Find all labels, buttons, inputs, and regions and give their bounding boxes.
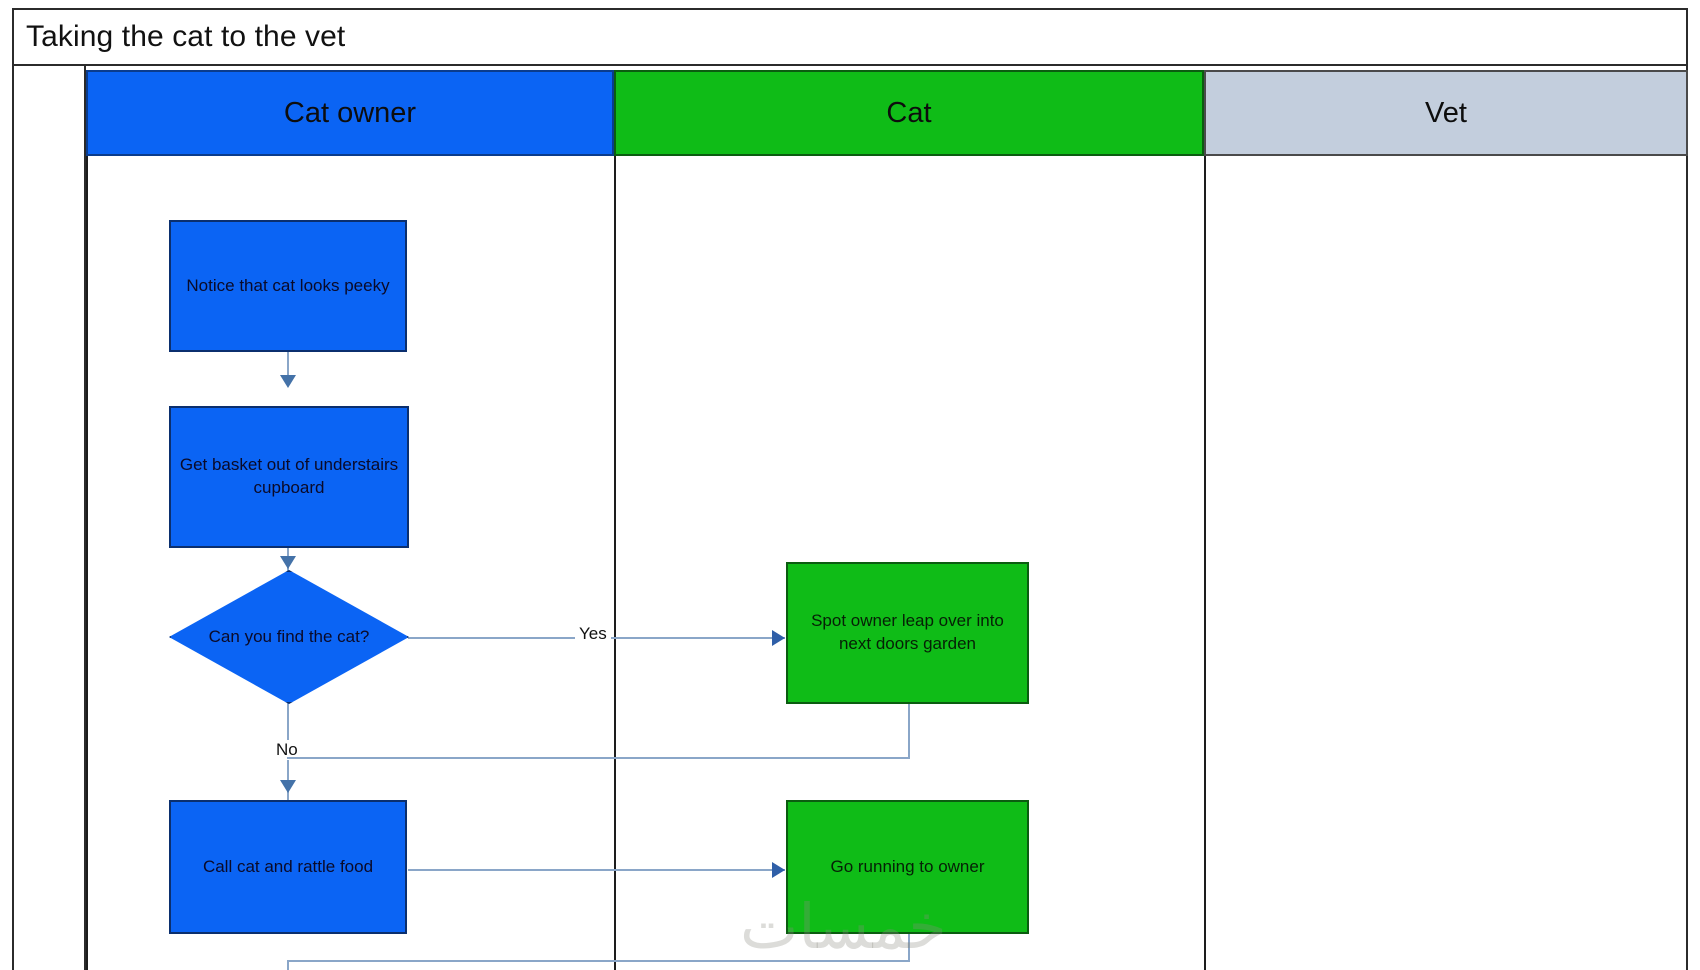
lane-divider-cat-vet: [1204, 156, 1206, 970]
node-label: Notice that cat looks peeky: [186, 275, 390, 295]
diagram-title-bar: Taking the cat to the vet: [12, 8, 1688, 66]
edge-label-no: No: [272, 740, 302, 760]
node-label: Get basket out of understairs cupboard: [179, 455, 399, 497]
node-can-you-find-cat[interactable]: Can you find the cat?: [169, 570, 409, 704]
connector-spot-to-call-vertical: [908, 703, 910, 758]
lane-header-vet[interactable]: Vet: [1204, 70, 1688, 156]
node-spot-owner-leap[interactable]: Spot owner leap over into next doors gar…: [786, 562, 1029, 704]
lane-divider-catowner-cat: [614, 156, 616, 970]
lane-header-cat[interactable]: Cat: [614, 70, 1204, 156]
connector-bottom-stub: [287, 960, 289, 970]
lane-header-cat-owner[interactable]: Cat owner: [86, 70, 614, 156]
connector-running-left: [287, 960, 910, 962]
node-call-cat-rattle-food[interactable]: Call cat and rattle food: [169, 800, 407, 934]
node-label: Can you find the cat?: [208, 626, 370, 646]
node-label: Spot owner leap over into next doors gar…: [811, 611, 1004, 653]
arrowhead-call-to-running: [772, 862, 785, 878]
lane-header-label: Cat: [886, 96, 932, 129]
node-notice-cat-peeky[interactable]: Notice that cat looks peeky: [169, 220, 407, 352]
connector-spot-to-call-horizontal: [287, 757, 910, 759]
lane-header-label: Cat owner: [283, 96, 417, 129]
node-label: Go running to owner: [830, 856, 985, 876]
page-title: Taking the cat to the vet: [26, 20, 346, 53]
edge-label-yes: Yes: [575, 624, 611, 644]
connector-call-to-running: [408, 869, 785, 871]
node-label: Call cat and rattle food: [202, 856, 374, 876]
arrowhead-notice-to-basket: [280, 375, 296, 388]
lane-header-label: Vet: [1425, 96, 1467, 129]
node-go-running-to-owner[interactable]: Go running to owner: [786, 800, 1029, 934]
phase-column: [14, 66, 86, 970]
lane-divider-left: [86, 156, 88, 970]
arrowhead-no-branch: [280, 780, 296, 793]
arrowhead-yes-branch: [772, 630, 785, 646]
arrowhead-basket-to-decision: [280, 556, 296, 569]
node-get-basket[interactable]: Get basket out of understairs cupboard: [169, 406, 409, 548]
connector-running-down: [908, 932, 910, 962]
connector-notice-to-basket: [287, 350, 289, 380]
